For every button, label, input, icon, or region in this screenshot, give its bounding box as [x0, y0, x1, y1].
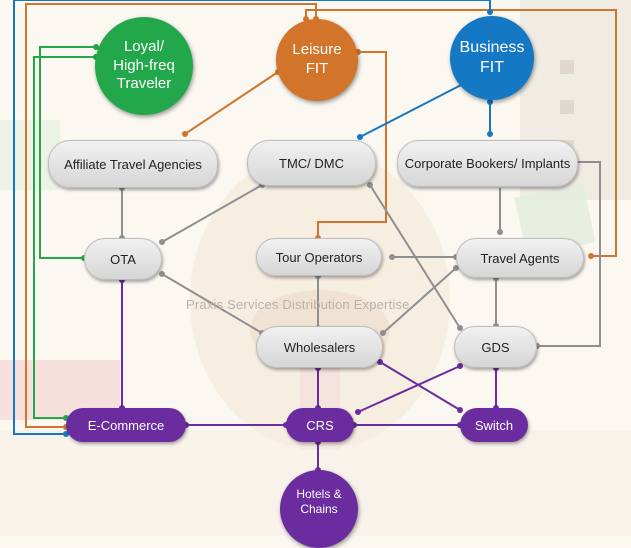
- node-hotels-chains[interactable]: Hotels & Chains: [280, 470, 358, 548]
- connector-leisure-agents: [305, 9, 617, 257]
- node-tour-operators[interactable]: Tour Operators: [256, 238, 382, 276]
- connector-ota-wholesalers: [161, 273, 263, 334]
- node-wholesalers[interactable]: Wholesalers: [256, 326, 383, 368]
- connector-gds-crs: [357, 365, 461, 413]
- connector-wholesalers-switch: [379, 361, 461, 411]
- connector-corporate-gds: [537, 161, 601, 347]
- node-e-commerce[interactable]: E-Commerce: [66, 408, 186, 442]
- connector-loyal-ecommerce: [33, 56, 96, 419]
- watermark-text: Praxis Services Distribution Expertise: [186, 297, 410, 312]
- node-affiliate-travel-agencies[interactable]: Affiliate Travel Agencies: [48, 140, 218, 188]
- node-business-fit[interactable]: Business FIT: [450, 16, 534, 100]
- node-switch[interactable]: Switch: [460, 408, 528, 442]
- connector-leisure-tour: [317, 51, 387, 238]
- connector-leisure-ecommerce: [25, 3, 317, 428]
- connector-leisure-affiliate: [184, 71, 279, 135]
- node-tmc-dmc[interactable]: TMC/ DMC: [247, 140, 376, 186]
- node-crs[interactable]: CRS: [286, 408, 354, 442]
- node-ota[interactable]: OTA: [84, 238, 162, 280]
- connector-business-ecommerce: [13, 0, 491, 435]
- connector-ota-tmc: [161, 184, 263, 243]
- connector-loyal-ota: [39, 46, 96, 259]
- connector-agents-wholesalers: [382, 267, 457, 334]
- node-gds[interactable]: GDS: [454, 326, 537, 368]
- node-loyal-traveler[interactable]: Loyal/ High-freq Traveler: [95, 17, 193, 115]
- node-travel-agents[interactable]: Travel Agents: [456, 238, 584, 278]
- node-leisure-fit[interactable]: Leisure FIT: [276, 19, 358, 101]
- node-corporate-bookers[interactable]: Corporate Bookers/ Implants: [397, 140, 578, 187]
- connector-business-tmc: [359, 83, 464, 138]
